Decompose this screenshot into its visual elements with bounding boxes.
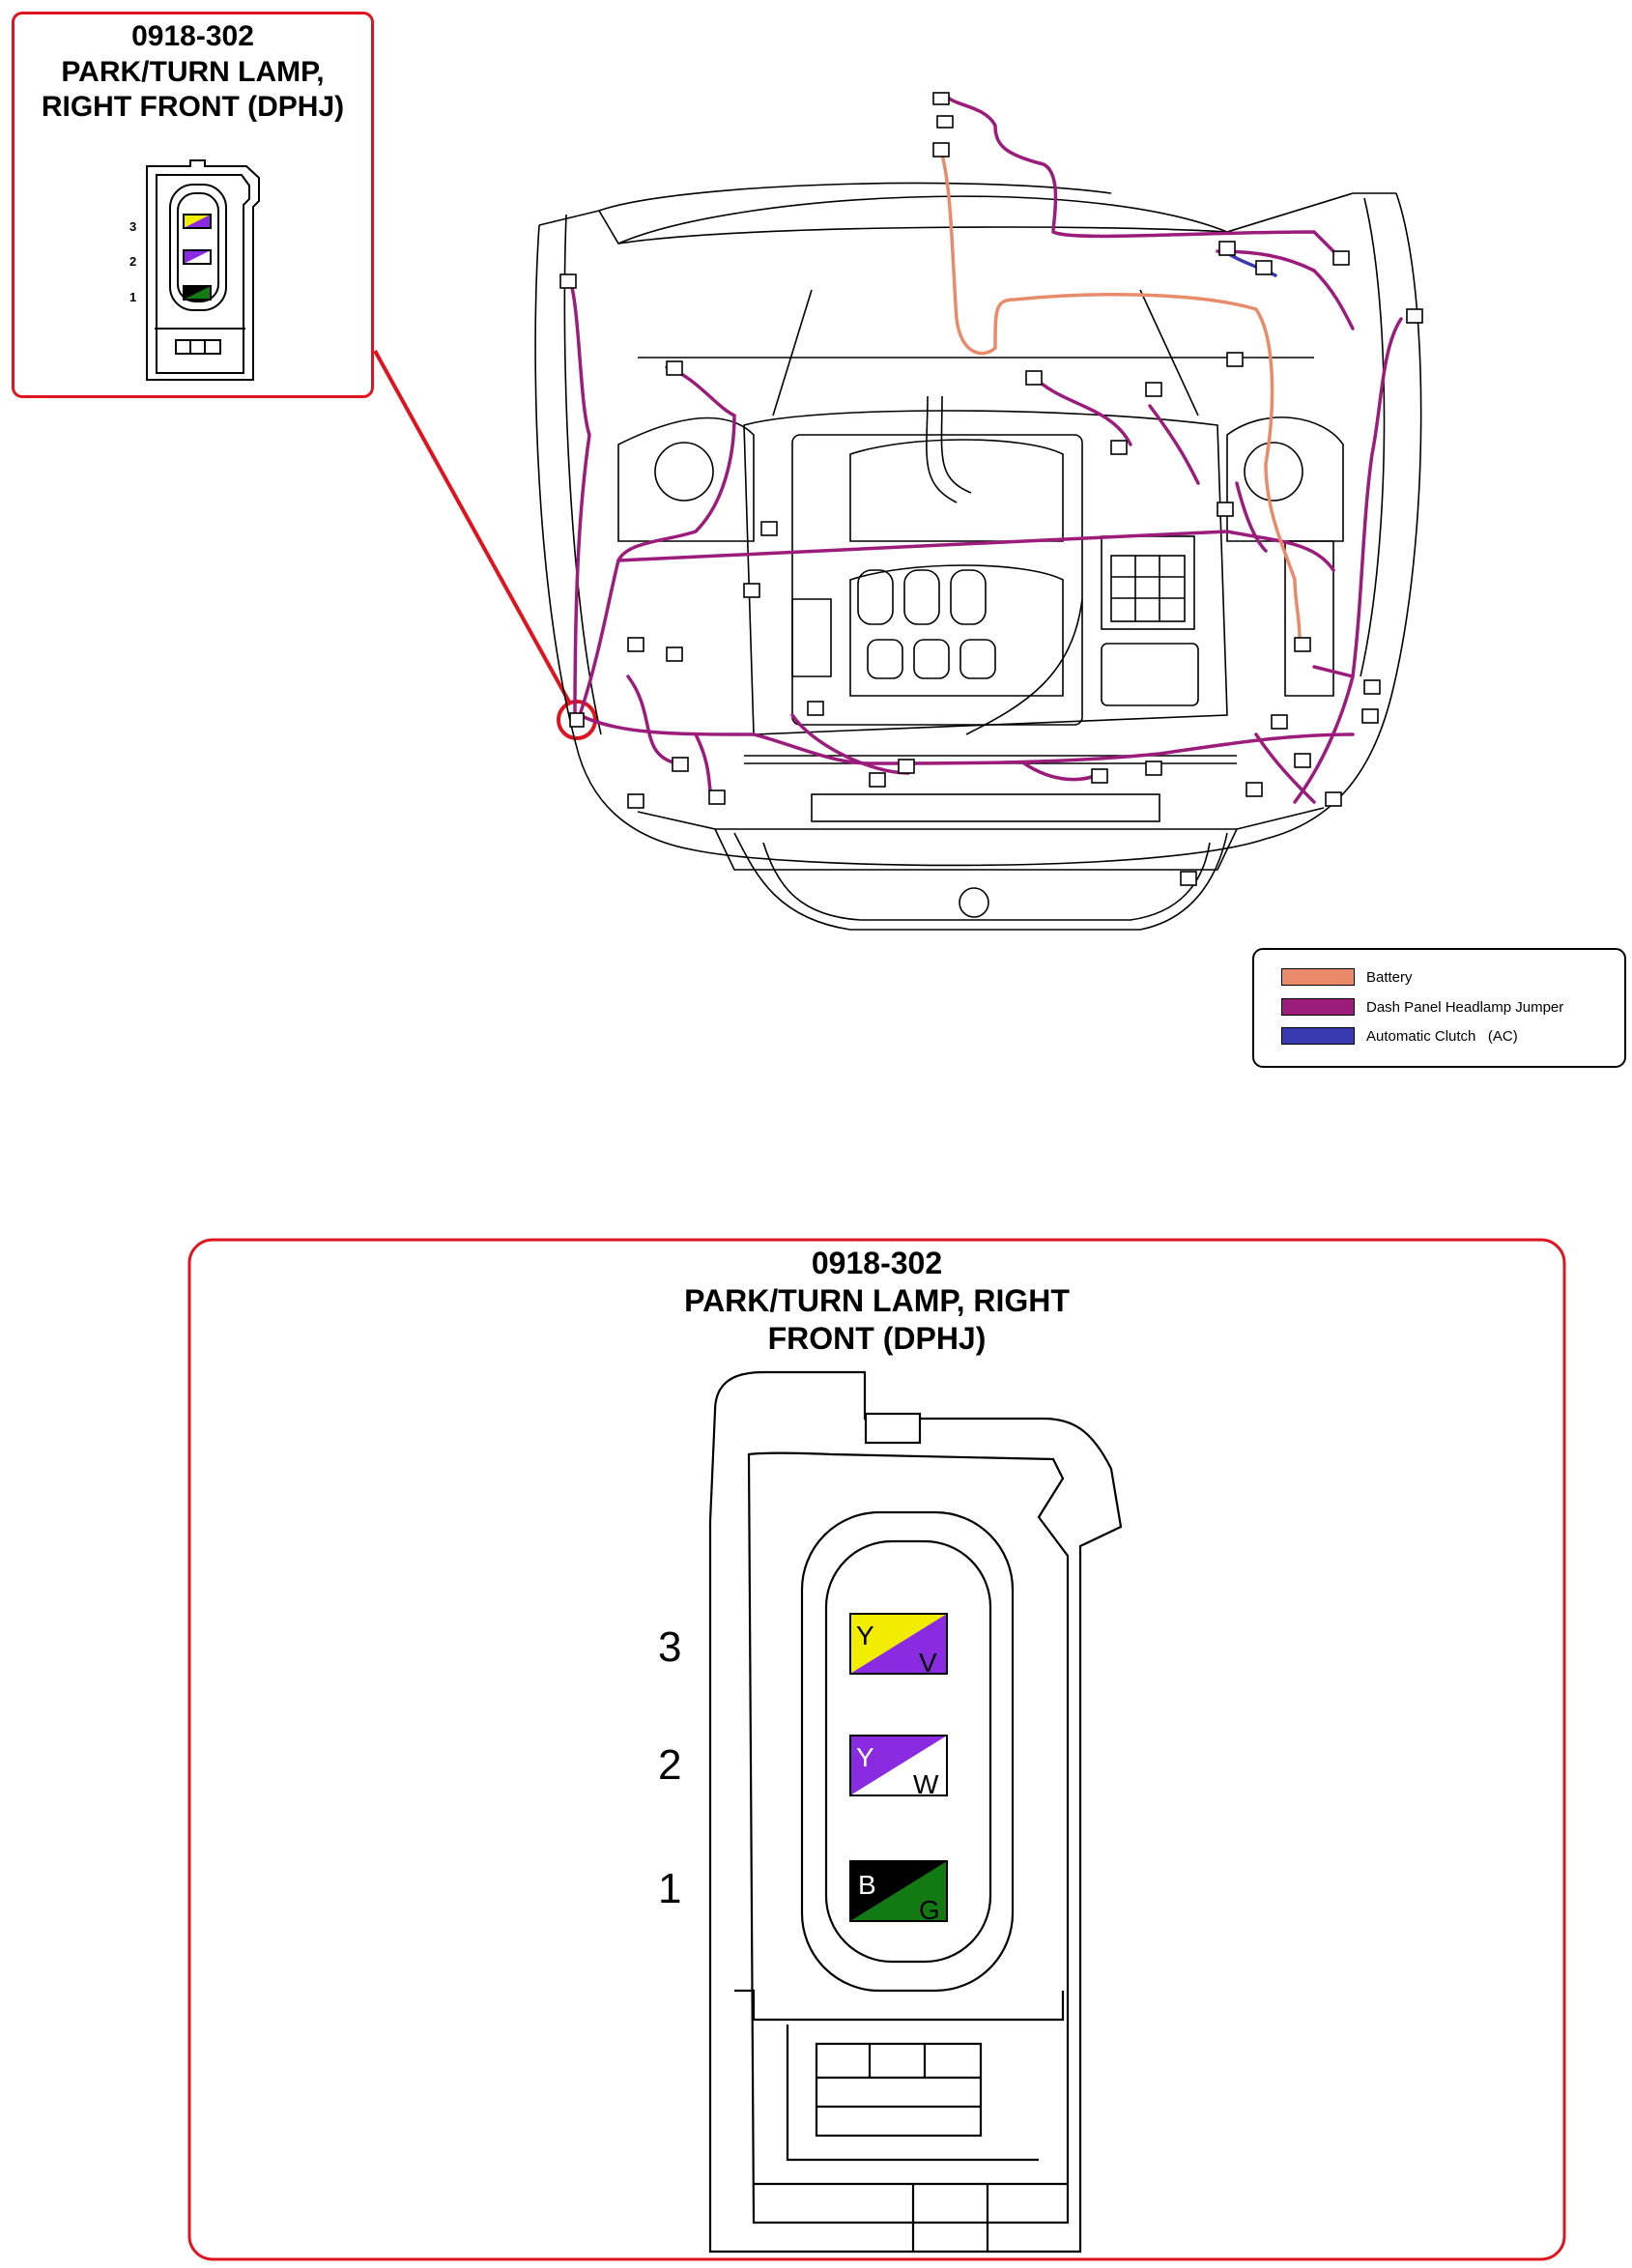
legend-swatch-dash-panel-headlamp-jumper: [1281, 998, 1355, 1016]
inset-pin-1: 1: [129, 290, 137, 304]
callout-leader-line: [373, 350, 572, 704]
pin-2-bottom-letter: W: [913, 1769, 939, 1799]
pin-1-cell: B G: [849, 1860, 948, 1925]
detail-line2: FRONT (DPHJ): [767, 1321, 987, 1357]
inset-code: 0918-302: [131, 20, 254, 52]
inset-connector-drawing: [146, 159, 260, 381]
pin-2-top-letter: Y: [856, 1742, 874, 1772]
pin-1-bottom-letter: G: [919, 1895, 940, 1925]
legend-row-battery: Battery: [1281, 966, 1413, 988]
legend-label-dash-panel-headlamp-jumper: Dash Panel Headlamp Jumper: [1366, 998, 1564, 1016]
inset-line2: RIGHT FRONT (DPHJ): [41, 91, 345, 124]
detail-line1: PARK/TURN LAMP, RIGHT: [684, 1283, 1070, 1319]
detail-title: 0918-302 PARK/TURN LAMP, RIGHT FRONT (DP…: [189, 1245, 1564, 1358]
detail-pin-number-1: 1: [658, 1865, 682, 1912]
pin-3-top-letter: Y: [856, 1621, 874, 1651]
harness-connectors: [559, 92, 1423, 886]
detail-pin-number-3: 3: [658, 1623, 682, 1671]
pin-2-cell: Y W: [849, 1735, 948, 1799]
inset-line1: PARK/TURN LAMP,: [61, 55, 325, 88]
pin-1-top-letter: B: [858, 1870, 876, 1900]
detail-callout-box: [187, 1238, 1566, 2261]
legend-swatch-battery: [1281, 968, 1355, 986]
detail-connector-drawing: [708, 1370, 1123, 2254]
inset-pin-2: 2: [129, 254, 137, 269]
battery-harness: [940, 153, 1302, 640]
detail-pin-number-2: 2: [658, 1741, 682, 1789]
legend-swatch-automatic-clutch: [1281, 1027, 1355, 1045]
pin-3-bottom-letter: V: [919, 1648, 937, 1678]
inset-title: 0918-302 PARK/TURN LAMP, RIGHT FRONT (DP…: [14, 19, 371, 126]
pin-3-cell: Y V: [849, 1613, 948, 1678]
legend-label-automatic-clutch: Automatic Clutch (AC): [1366, 1027, 1518, 1045]
engine-bay-outline: [534, 182, 1422, 931]
legend-row-dash-panel-headlamp-jumper: Dash Panel Headlamp Jumper: [1281, 996, 1563, 1018]
legend-label-battery: Battery: [1366, 968, 1413, 986]
harness-legend: Battery Dash Panel Headlamp Jumper Autom…: [1252, 948, 1626, 1068]
detail-code: 0918-302: [811, 1246, 943, 1280]
inset-pin-3: 3: [129, 219, 137, 234]
legend-row-automatic-clutch: Automatic Clutch (AC): [1281, 1025, 1518, 1047]
